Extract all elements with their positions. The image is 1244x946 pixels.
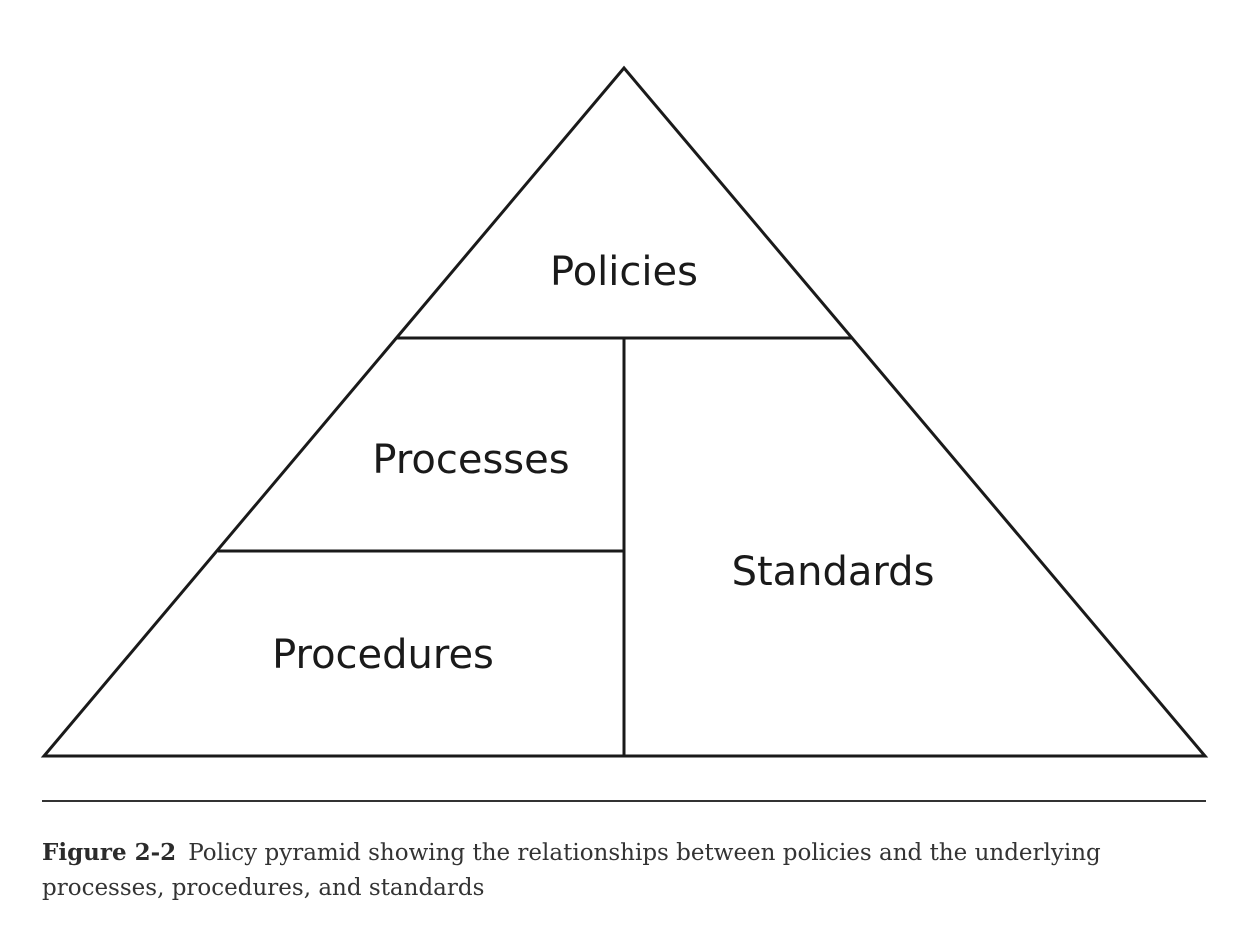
procedures-label: Procedures	[272, 632, 494, 678]
processes-label: Processes	[372, 437, 569, 483]
standards-label: Standards	[732, 549, 935, 595]
caption-separator	[42, 800, 1206, 802]
caption-text: Policy pyramid showing the relationships…	[42, 840, 1101, 901]
policies-label: Policies	[550, 249, 698, 295]
policy-pyramid-diagram: Policies Processes Procedures Standards	[40, 65, 1209, 758]
figure-number: Figure 2-2	[42, 839, 177, 866]
